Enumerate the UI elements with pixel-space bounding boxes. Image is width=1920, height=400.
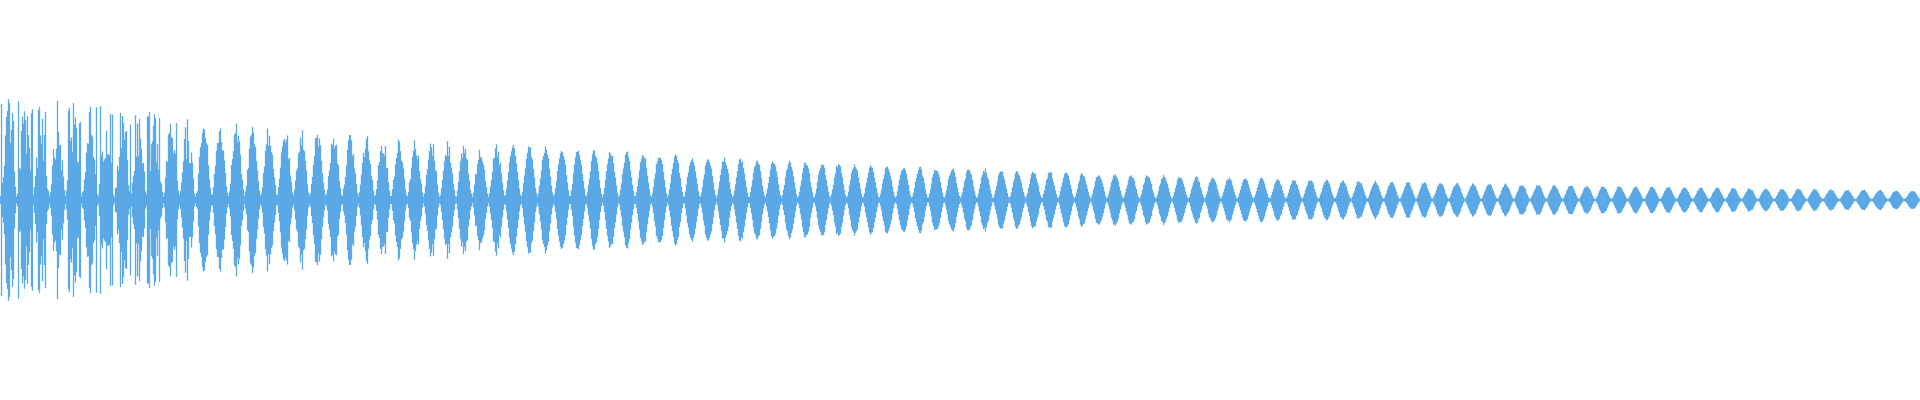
waveform-bars <box>0 99 1920 301</box>
waveform-signal <box>0 99 1920 301</box>
